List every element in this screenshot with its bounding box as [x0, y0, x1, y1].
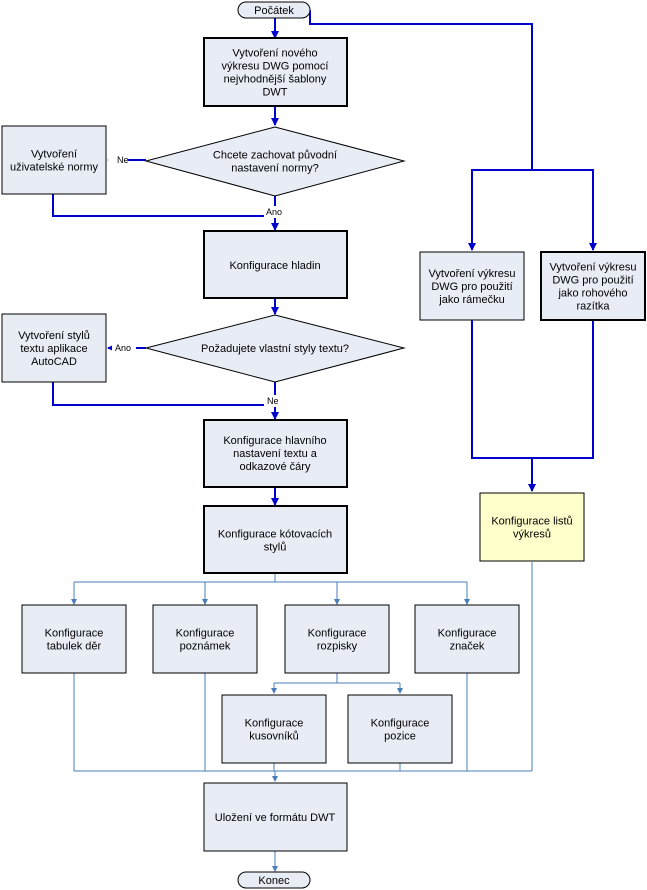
- edge-styles-merge: [52, 382, 275, 406]
- edge-split-right: [471, 169, 597, 251]
- text-line: nastavení normy?: [231, 163, 318, 175]
- text-line: Konfigurace: [438, 628, 497, 640]
- end-terminal: Konec: [237, 871, 311, 889]
- text-line: nejvhodnější šablony: [224, 74, 327, 86]
- text-line: Konfigurace: [308, 628, 367, 640]
- text-line: stylů: [264, 542, 287, 554]
- edge-norm-merge: [52, 194, 275, 217]
- text-line: uživatelské normy: [10, 162, 99, 174]
- label-no-keep: Ne: [117, 155, 129, 165]
- start-terminal: Počátek: [237, 1, 311, 19]
- end-label: Konec: [258, 875, 290, 887]
- save-dwt-text: Uložení ve formátu DWT: [215, 812, 336, 824]
- text-line: Vytvoření výkresu: [549, 262, 636, 274]
- text-line: značek: [450, 641, 485, 653]
- text-line: pozice: [384, 731, 416, 743]
- text-line: Konfigurace: [245, 718, 304, 730]
- label-yes-styles: Ano: [115, 343, 131, 353]
- start-label: Počátek: [254, 5, 294, 17]
- text-line: tabulek děr: [47, 641, 102, 653]
- text-line: poznámek: [180, 641, 231, 653]
- text-line: kusovníků: [249, 731, 299, 743]
- text-line: Vytvoření výkresu: [428, 268, 515, 280]
- text-line: Konfigurace hlavního: [223, 435, 326, 447]
- text-line: nastavení textu a: [233, 448, 318, 460]
- save-dwt-box: Uložení ve formátu DWT: [203, 782, 348, 852]
- text-line: Konfigurace hladin: [229, 260, 320, 272]
- label-yes-keep: Ano: [266, 207, 282, 217]
- text-line: Vytvoření: [31, 149, 77, 161]
- text-line: Konfigurace: [371, 718, 430, 730]
- text-line: Chcete zachovat původní: [213, 150, 337, 162]
- text-line: odkazové čáry: [240, 461, 311, 473]
- text-line: Konfigurace listů: [491, 516, 572, 528]
- text-line: Uložení ve formátu DWT: [215, 812, 336, 824]
- text-styles-question-text: Požadujete vlastní styly textu?: [201, 343, 349, 355]
- text-line: DWG pro použití: [431, 281, 512, 293]
- edge-right-merge: [471, 320, 594, 459]
- text-line: Vytvoření stylů: [18, 330, 90, 342]
- text-line: Konfigurace kótovacích: [218, 529, 332, 541]
- text-line: jako rámečku: [438, 294, 504, 306]
- text-styles-decision: Požadujete vlastní styly textu?: [144, 314, 406, 383]
- text-line: DWG pro použití: [552, 275, 633, 287]
- text-line: rozpisky: [317, 641, 358, 653]
- text-line: Konfigurace: [45, 628, 104, 640]
- config-layers-box: Konfigurace hladin: [203, 230, 348, 299]
- connectors: [52, 10, 597, 872]
- text-line: Vytvoření nového: [232, 48, 317, 60]
- text-line: AutoCAD: [31, 356, 77, 368]
- edge-start-right: [309, 10, 533, 170]
- text-line: jako rohového: [557, 288, 627, 300]
- config-layers-text: Konfigurace hladin: [229, 260, 320, 272]
- edge-labels: Ne Ano Ano Ne: [108, 154, 286, 407]
- text-line: textu aplikace: [20, 343, 87, 355]
- text-line: Konfigurace: [176, 628, 235, 640]
- label-no-styles: Ne: [267, 396, 279, 406]
- text-line: DWT: [262, 87, 287, 99]
- text-line: výkresů: [513, 529, 551, 541]
- text-line: razítka: [576, 301, 610, 313]
- text-line: výkresu DWG pomocí: [222, 61, 329, 73]
- text-line: Požadujete vlastní styly textu?: [201, 343, 349, 355]
